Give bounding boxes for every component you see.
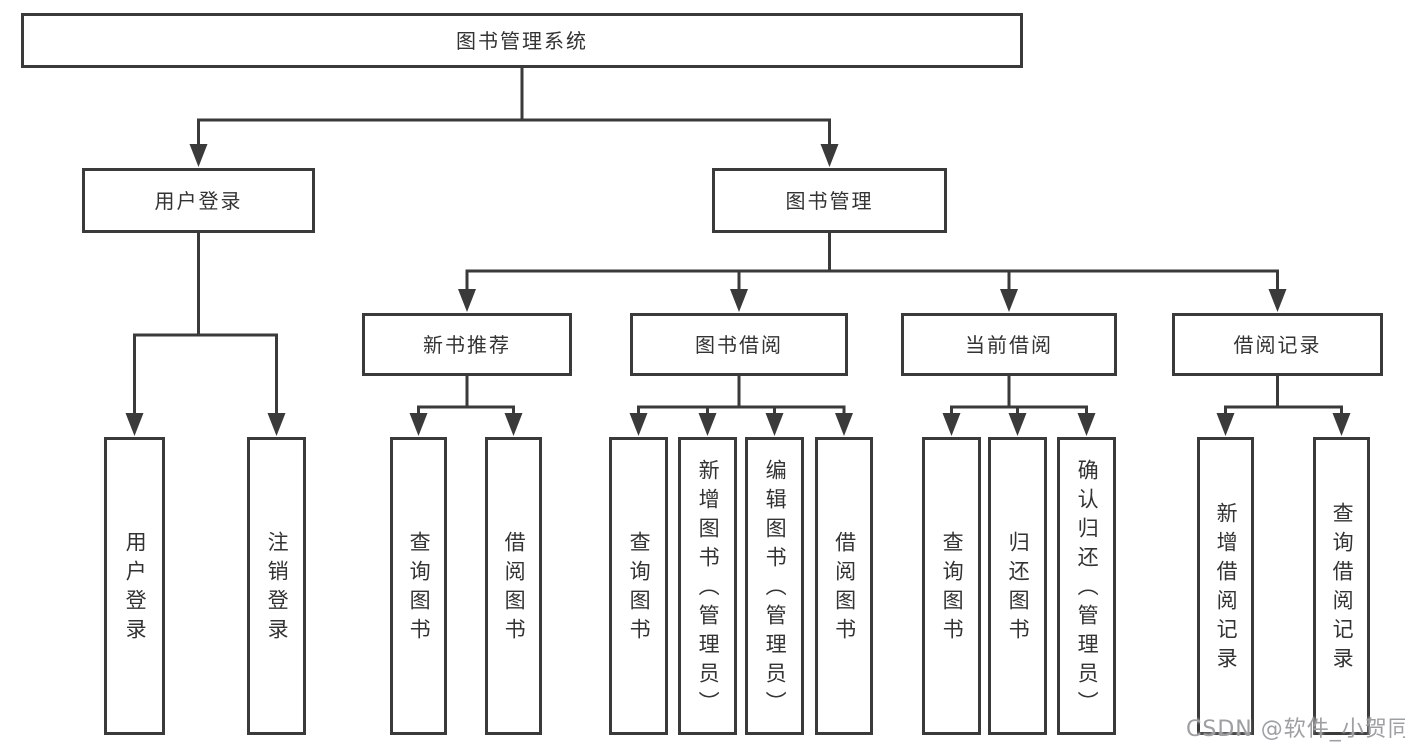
node-v-br-add: 新增借阅记录 (1197, 437, 1254, 735)
arrowhead-icon (1268, 289, 1287, 312)
node-v-logout: 注销登录 (247, 437, 306, 735)
node-v-user-login: 用户登录 (104, 437, 165, 735)
node-v-cb-query: 查询图书 (922, 437, 981, 735)
arrowhead-icon (458, 289, 476, 312)
node-borrow-records: 借阅记录 (1172, 313, 1383, 376)
arrowhead-icon (629, 413, 648, 436)
arrowhead-icon (820, 144, 839, 167)
node-v-bb-edit: 编辑图书（管理员） (745, 437, 804, 735)
node-v-bb-add: 新增图书（管理员） (678, 437, 737, 735)
node-root: 图书管理系统 (21, 13, 1023, 68)
arrowhead-icon (189, 144, 208, 167)
arrowhead-icon (1216, 413, 1235, 436)
arrowhead-icon (942, 413, 961, 436)
node-book-borrow: 图书借阅 (630, 313, 848, 376)
node-v-bb-query: 查询图书 (609, 437, 668, 735)
arrowhead-icon (1008, 413, 1027, 436)
arrowhead-icon (1332, 413, 1351, 436)
node-book-mgmt: 图书管理 (712, 168, 947, 233)
node-v-cb-confirm: 确认归还（管理员） (1057, 437, 1116, 735)
node-user-login: 用户登录 (82, 168, 315, 233)
arrowhead-icon (835, 413, 853, 436)
arrowhead-icon (1000, 289, 1018, 312)
arrowhead-icon (409, 413, 428, 436)
node-v-br-query: 查询借阅记录 (1313, 437, 1370, 735)
arrowhead-icon (730, 289, 748, 312)
arrowhead-icon (267, 413, 286, 436)
node-v-nbr-borrow: 借阅图书 (485, 437, 542, 735)
node-current-borrow: 当前借阅 (901, 313, 1117, 376)
node-new-book-rec: 新书推荐 (362, 313, 572, 376)
arrowhead-icon (125, 413, 144, 436)
watermark-text: CSDN @软件_小贺同学 (1186, 717, 1405, 742)
node-v-bb-borrow: 借阅图书 (815, 437, 873, 735)
arrowhead-icon (504, 413, 523, 436)
node-v-nbr-query: 查询图书 (390, 437, 447, 735)
arrowhead-icon (698, 413, 717, 436)
arrowhead-icon (765, 413, 784, 436)
arrowhead-icon (1077, 413, 1096, 436)
node-v-cb-return: 归还图书 (988, 437, 1047, 735)
